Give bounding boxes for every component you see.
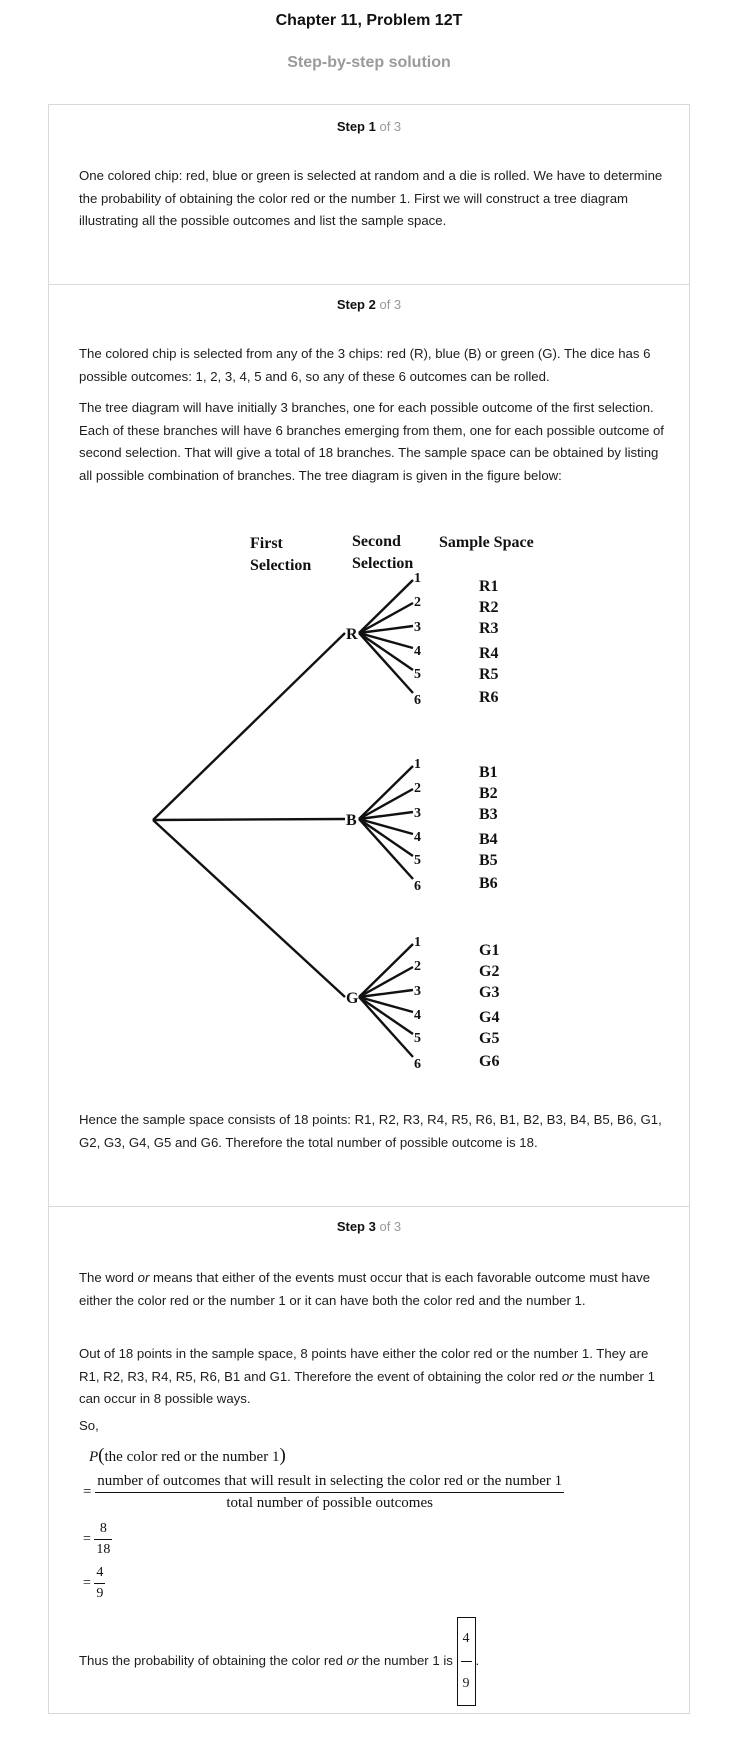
tree-diagram: First Selection Second Selection Sample … xyxy=(152,533,534,1072)
branch-r-5 xyxy=(358,632,414,671)
outcome-g-4: 4 xyxy=(414,1008,421,1023)
header-first-line1: First xyxy=(250,535,284,552)
branch-g-4 xyxy=(358,995,414,1014)
first-branch-b xyxy=(152,817,346,822)
outcome-r-5: 5 xyxy=(414,667,421,682)
step-1-label: Step 1 xyxy=(336,119,376,134)
sample-g6: G6 xyxy=(479,1053,499,1070)
formula-line-2: = number of outcomes that will result in… xyxy=(83,1473,565,1511)
step-2-card: Step 2 of 3 The colored chip is selected… xyxy=(48,284,690,1207)
branch-r-2 xyxy=(358,601,414,635)
step-3-so: So, xyxy=(79,1418,99,1433)
step-2-count: of 3 xyxy=(379,297,402,312)
sample-g1: G1 xyxy=(479,942,499,959)
node-b: B xyxy=(346,812,357,829)
sample-b4: B4 xyxy=(479,831,498,848)
node-r: R xyxy=(346,626,358,643)
fraction-outcomes: number of outcomes that will result in s… xyxy=(95,1473,565,1511)
sample-g5: G5 xyxy=(479,1030,499,1047)
branch-r-3 xyxy=(358,624,414,635)
outcome-g-2: 2 xyxy=(414,959,421,974)
page-title: Chapter 11, Problem 12T xyxy=(275,12,463,29)
branch-g-6 xyxy=(358,996,414,1058)
sample-r1: R1 xyxy=(479,578,499,595)
step-1-count: of 3 xyxy=(379,119,402,134)
outcome-r-6: 6 xyxy=(414,693,421,708)
sample-b2: B2 xyxy=(479,785,498,802)
branch-b-3 xyxy=(358,810,414,821)
sample-g3: G3 xyxy=(479,984,499,1001)
outcome-b-6: 6 xyxy=(414,879,421,894)
outcome-r-1: 1 xyxy=(414,571,421,586)
sample-r4: R4 xyxy=(479,645,499,662)
branch-g-5 xyxy=(358,996,414,1035)
sample-b6: B6 xyxy=(479,875,498,892)
sample-r2: R2 xyxy=(479,599,499,616)
branch-r-6 xyxy=(358,632,414,694)
outcome-r-2: 2 xyxy=(414,595,421,610)
sample-b1: B1 xyxy=(479,764,498,781)
outcome-g-1: 1 xyxy=(414,935,421,950)
outcome-g-6: 6 xyxy=(414,1057,421,1072)
header-second-line1: Second xyxy=(352,533,401,550)
branch-r-1 xyxy=(358,579,414,634)
step-1-header: Step 1 of 3 xyxy=(49,119,689,134)
sample-r6: R6 xyxy=(479,689,499,706)
header-sample-space: Sample Space xyxy=(439,534,534,551)
outcome-g-3: 3 xyxy=(414,984,421,999)
outcome-b-3: 3 xyxy=(414,806,421,821)
step-3-text-2: Out of 18 points in the sample space, 8 … xyxy=(79,1346,655,1406)
branch-g-3 xyxy=(358,988,414,999)
branch-r-4 xyxy=(358,631,414,650)
outcome-g-5: 5 xyxy=(414,1031,421,1046)
sample-b5: B5 xyxy=(479,852,498,869)
step-1-card: Step 1 of 3 One colored chip: red, blue … xyxy=(48,104,690,285)
branch-b-1 xyxy=(358,765,414,820)
step-2-text-1: The colored chip is selected from any of… xyxy=(79,346,651,384)
step-3-conclusion: Thus the probability of obtaining the co… xyxy=(79,1617,664,1706)
page-subtitle: Step-by-step solution xyxy=(287,54,451,71)
sample-r3: R3 xyxy=(479,620,499,637)
step-2-text-3: Hence the sample space consists of 18 po… xyxy=(79,1112,662,1150)
step-3-text-1: The word or means that either of the eve… xyxy=(79,1270,651,1308)
outcome-r-4: 4 xyxy=(414,644,421,659)
branch-g-2 xyxy=(358,965,414,999)
header-second-line2: Selection xyxy=(352,555,413,572)
outcome-b-5: 5 xyxy=(414,853,421,868)
sample-g2: G2 xyxy=(479,963,499,980)
branch-g-1 xyxy=(358,943,414,998)
step-3-label: Step 3 xyxy=(336,1219,376,1234)
step-2-header: Step 2 of 3 xyxy=(49,297,689,312)
branch-b-4 xyxy=(358,817,414,836)
branch-b-5 xyxy=(358,818,414,857)
step-2-text-2: The tree diagram will have initially 3 b… xyxy=(79,400,664,483)
node-g: G xyxy=(346,990,359,1007)
first-branch-g xyxy=(152,819,346,998)
header-first-line2: Selection xyxy=(250,557,311,574)
step-1-text: One colored chip: red, blue or green is … xyxy=(79,168,663,228)
sample-g4: G4 xyxy=(479,1009,499,1026)
outcome-b-1: 1 xyxy=(414,757,421,772)
fraction-8-18: 8 18 xyxy=(94,1521,113,1557)
sample-r5: R5 xyxy=(479,666,499,683)
outcome-b-2: 2 xyxy=(414,781,421,796)
step-3-count: of 3 xyxy=(379,1219,402,1234)
formula-line-3: = 8 18 xyxy=(83,1521,113,1557)
formula-line-1: P(the color red or the number 1) xyxy=(89,1445,286,1466)
branch-b-6 xyxy=(358,818,414,880)
step-3-card: Step 3 of 3 The word or means that eithe… xyxy=(48,1206,690,1714)
formula-line-4: = 4 9 xyxy=(83,1565,106,1601)
outcome-r-3: 3 xyxy=(414,620,421,635)
outcome-b-4: 4 xyxy=(414,830,421,845)
branch-b-2 xyxy=(358,787,414,821)
first-branch-r xyxy=(152,632,346,821)
step-2-label: Step 2 xyxy=(336,297,376,312)
fraction-4-9: 4 9 xyxy=(94,1565,106,1601)
sample-b3: B3 xyxy=(479,806,498,823)
step-3-header: Step 3 of 3 xyxy=(49,1219,689,1234)
